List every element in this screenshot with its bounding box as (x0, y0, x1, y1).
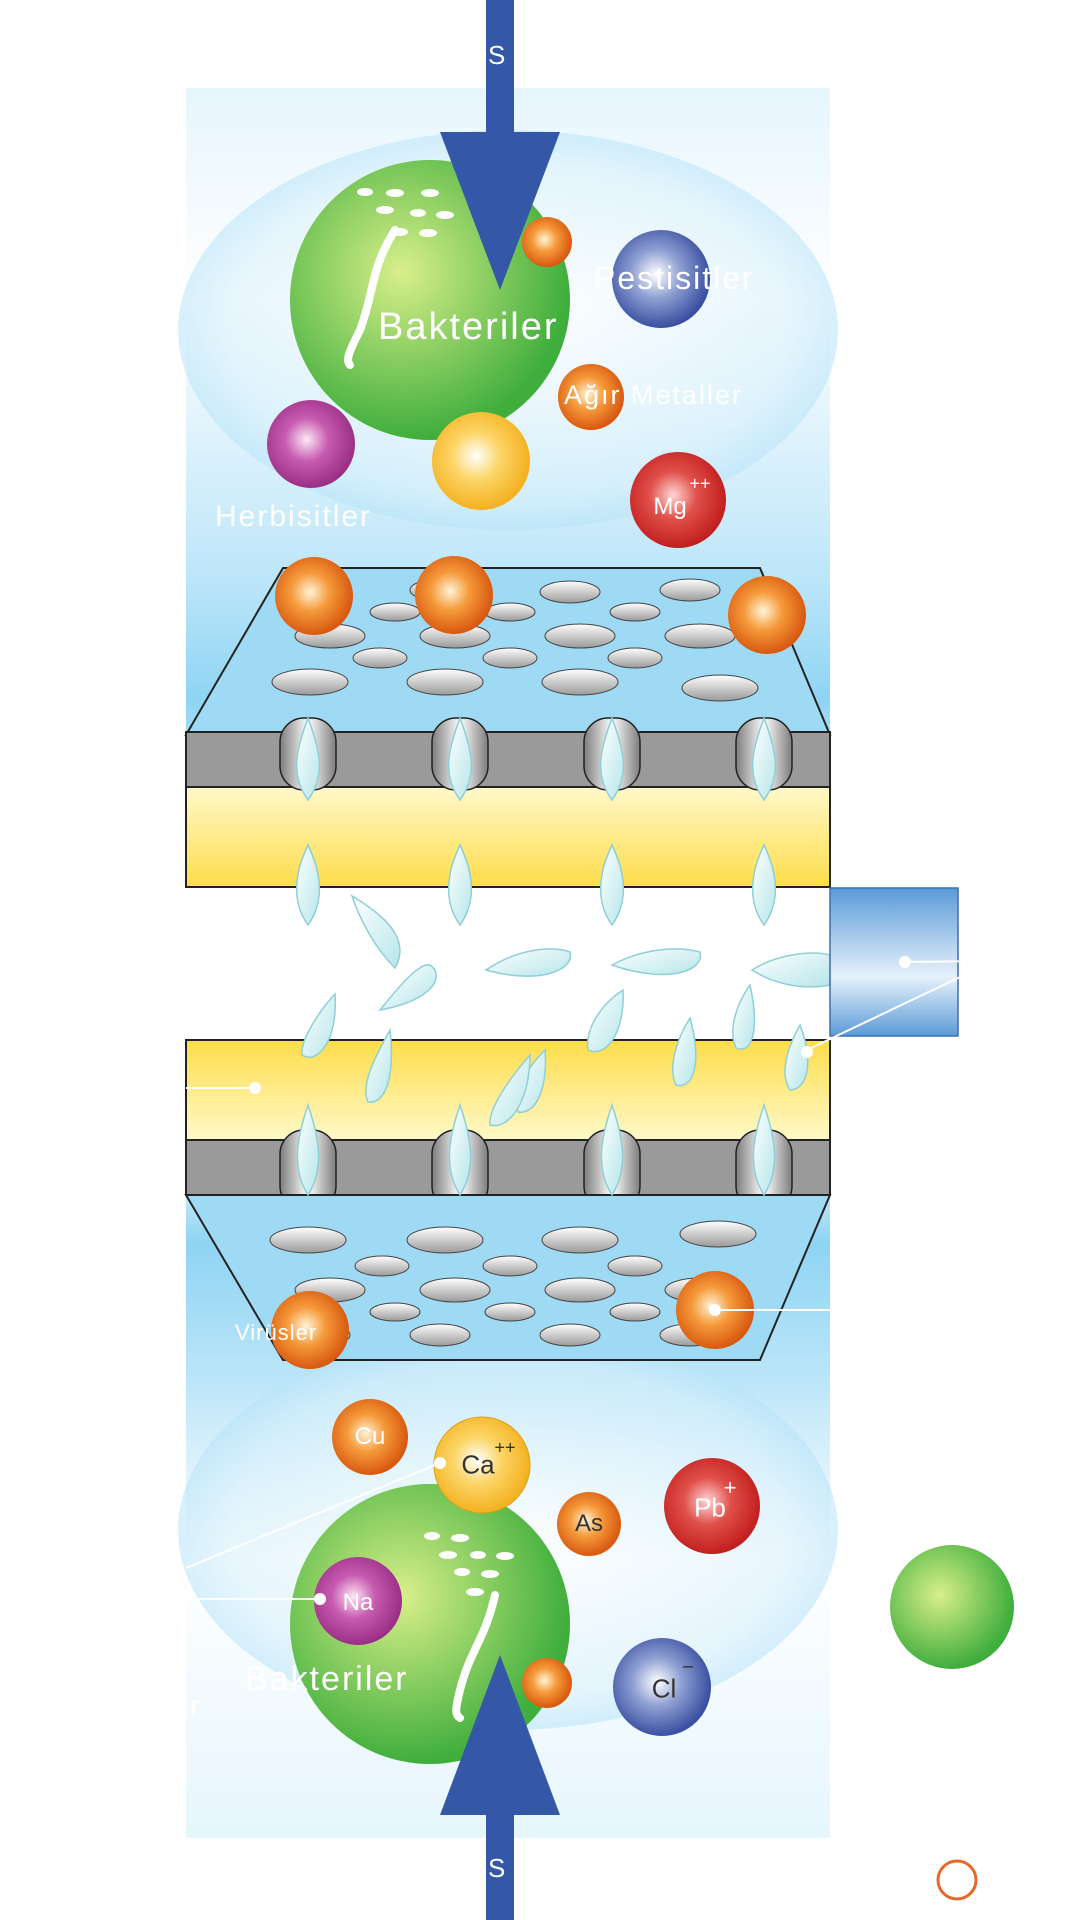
na-ion-ball (314, 1557, 402, 1645)
as-ion-ball (557, 1492, 621, 1556)
yellow-particle (432, 412, 530, 510)
herbicide-particle (267, 400, 355, 488)
inlet-bottom-label: S (488, 1853, 508, 1883)
pesticide-particle (612, 230, 710, 328)
cl-ion-label: Cl (651, 1673, 677, 1704)
na-ion-label: Na (342, 1589, 374, 1616)
trapped-particle (275, 557, 353, 635)
trapped-particle (728, 576, 806, 654)
heavy-metal-particle (558, 364, 624, 430)
viruses-label: Virüsler (235, 1320, 318, 1345)
top-inlet-arrow (440, 132, 560, 290)
cu-ion-ball (332, 1399, 408, 1475)
cl-ion-ball (613, 1638, 711, 1736)
pb-ion-charge: + (723, 1475, 737, 1500)
virus-particle (271, 1291, 349, 1369)
bottom-inlet-pipe (486, 1810, 514, 1920)
partial-left-label: r (190, 1690, 202, 1723)
ca-ion-charge: ++ (494, 1437, 516, 1458)
herbicides-label: Herbisitler (215, 500, 373, 533)
pb-ion-label: Pb (694, 1492, 726, 1523)
bottom-inlet-arrow (440, 1655, 560, 1815)
top-membrane-yellow-layer (185, 786, 831, 888)
top-inlet-pipe (486, 0, 514, 140)
inlet-top-label: S (488, 40, 508, 70)
heavy-metals-label: Ağır Metaller (564, 380, 744, 410)
mg-ion-ball (630, 452, 726, 548)
cl-ion-charge: − (682, 1656, 694, 1679)
water-drops (296, 715, 831, 1197)
mg-ion-charge: ++ (689, 473, 711, 494)
pb-ion-ball (664, 1458, 760, 1554)
ca-ion-label: Ca (461, 1449, 495, 1480)
mg-ion-label: Mg (653, 493, 687, 520)
as-ion-label: As (574, 1510, 604, 1537)
legend-outline-marker (936, 1859, 978, 1901)
bacteria-bottom-label: Bakteriler (245, 1660, 409, 1698)
pesticides-label: Pestisitler (594, 260, 755, 296)
bacteria-top-label: Bakteriler (378, 306, 559, 348)
trapped-particle (415, 556, 493, 634)
legend-green-ball (890, 1545, 1014, 1669)
cu-ion-label: Cu (354, 1423, 386, 1450)
orange-particle (522, 1658, 572, 1708)
orange-particle (522, 217, 572, 267)
